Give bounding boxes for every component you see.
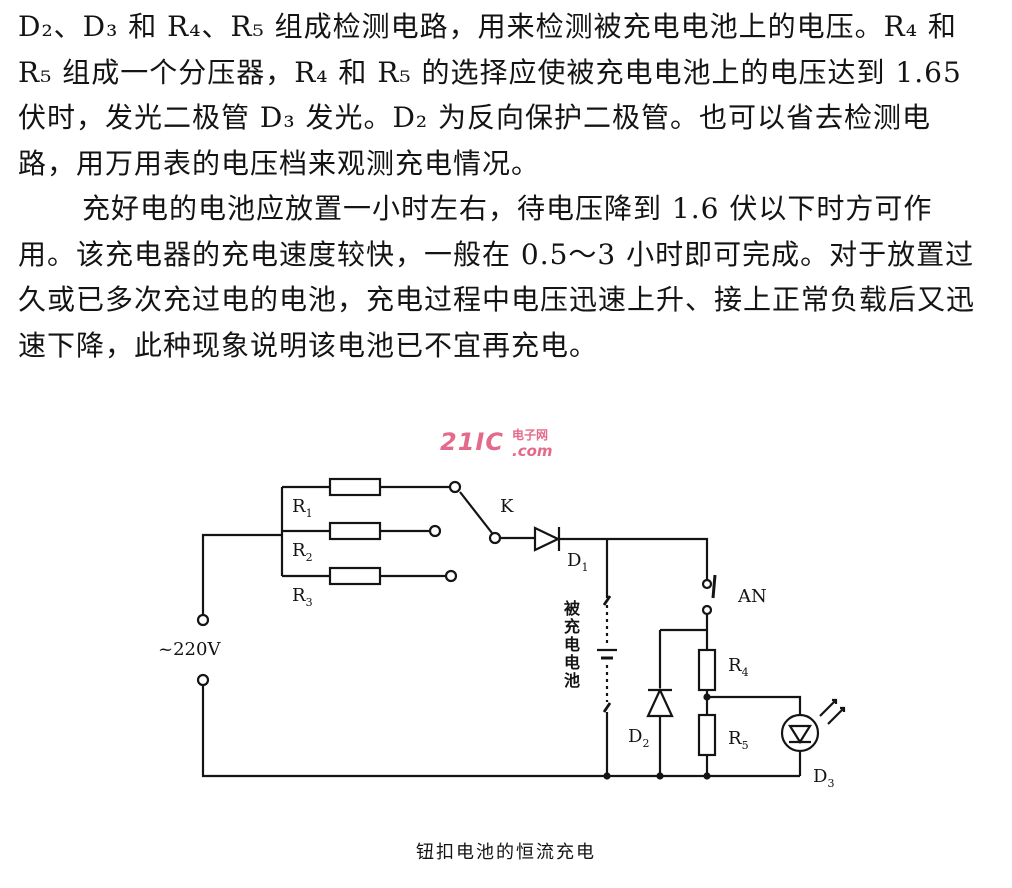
resistor-r3: [328, 566, 382, 586]
d2-label: D: [628, 726, 642, 747]
svg-text:D1: D1: [567, 550, 588, 574]
push-button-an: [711, 574, 717, 599]
watermark-logo: 21IC: [440, 428, 504, 456]
wire-d1-top-rail: [559, 537, 709, 572]
resistor-r2: [328, 521, 382, 541]
watermark-domain: .com: [512, 442, 553, 460]
resistor-r4: [697, 648, 717, 692]
light-ray-icon-2: [827, 706, 846, 725]
r1-label: R: [292, 496, 306, 517]
d3-label: D: [813, 766, 827, 787]
battery-label: 被充电电池: [561, 600, 580, 690]
switch-contact-1: [448, 480, 462, 494]
diode-d1: [533, 526, 561, 552]
d1-label: D: [567, 550, 581, 571]
r2-label: R: [292, 540, 306, 561]
switch-contact-3: [444, 569, 458, 583]
switch-contact-2: [428, 524, 442, 538]
wire-source-to-bank: [201, 533, 282, 615]
site-watermark: 21IC 电子网 .com: [440, 428, 553, 460]
svg-text:D2: D2: [628, 726, 649, 750]
article-text: D₂、D₃ 和 R₄、R₅ 组成检测电路，用来检测被充电电池上的电压。R₄ 和 …: [18, 4, 978, 368]
r4-label: R: [728, 655, 742, 676]
figure-caption: 钮扣电池的恒流充电: [416, 842, 596, 863]
light-ray-icon: [819, 698, 838, 717]
switch-k-blade: [459, 491, 493, 534]
svg-text:R1: R1: [292, 496, 313, 520]
svg-text:R2: R2: [292, 540, 313, 564]
svg-text:D3: D3: [813, 766, 834, 790]
resistor-r5: [697, 713, 717, 757]
paragraph-detection-circuit: D₂、D₃ 和 R₄、R₅ 组成检测电路，用来检测被充电电池上的电压。R₄ 和 …: [18, 10, 962, 180]
watermark-site-cn: 电子网: [512, 428, 549, 442]
source-terminal-bottom: [196, 673, 210, 687]
svg-text:R4: R4: [728, 655, 749, 679]
switch-pivot: [488, 531, 502, 545]
switch-k-label: K: [500, 496, 514, 517]
paragraph-usage-notes: 充好电的电池应放置一小时左右，待电压降到 1.6 伏以下时方可作用。该充电器的充…: [18, 192, 976, 362]
source-terminal-top: [196, 613, 210, 627]
source-label: ~220V: [158, 639, 221, 660]
r5-label: R: [728, 728, 742, 749]
svg-text:R5: R5: [728, 728, 749, 752]
r3-label: R: [292, 585, 306, 606]
diode-d2: [646, 687, 674, 718]
an-label: AN: [737, 586, 767, 607]
resistor-r1: [328, 477, 382, 497]
svg-text:R3: R3: [292, 585, 313, 609]
wire-ground-return: [201, 685, 800, 778]
